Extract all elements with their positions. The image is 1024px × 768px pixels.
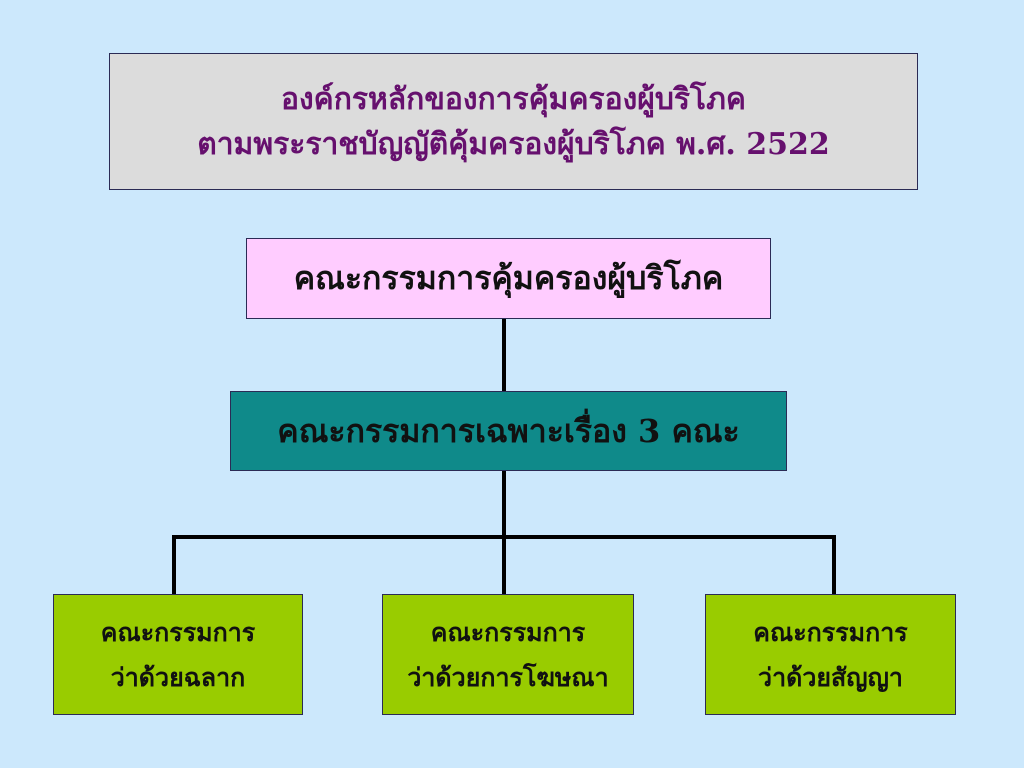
node-consumer-protection-board: คณะกรรมการคุ้มครองผู้บริโภค — [246, 238, 771, 319]
node-label-line-2: ว่าด้วยฉลาก — [110, 662, 246, 692]
node-label-line-1: คณะกรรมการ — [100, 617, 256, 647]
node-label-line-2: ว่าด้วยการโฆษณา — [407, 662, 609, 692]
diagram-title-box: องค์กรหลักของการคุ้มครองผู้บริโภค ตามพระ… — [109, 53, 918, 190]
diagram-title-line-2: ตามพระราชบัญญัติคุ้มครองผู้บริโภค พ.ศ. 2… — [197, 126, 830, 162]
node-label-line-2: ว่าด้วยสัญญา — [758, 662, 903, 692]
diagram-title-line-1: องค์กรหลักของการคุ้มครองผู้บริโภค — [280, 81, 746, 117]
node-label: คณะกรรมการเฉพาะเรื่อง 3 คณะ — [277, 411, 740, 450]
node-label-line-1: คณะกรรมการ — [430, 617, 586, 647]
node-specialized-committees: คณะกรรมการเฉพาะเรื่อง 3 คณะ — [230, 391, 787, 471]
node-contract-committee: คณะกรรมการ ว่าด้วยสัญญา — [705, 594, 956, 715]
node-advertising-committee: คณะกรรมการ ว่าด้วยการโฆษณา — [382, 594, 634, 715]
node-label: คณะกรรมการคุ้มครองผู้บริโภค — [293, 259, 724, 297]
node-labeling-committee: คณะกรรมการ ว่าด้วยฉลาก — [53, 594, 303, 715]
node-label-line-1: คณะกรรมการ — [753, 617, 908, 647]
